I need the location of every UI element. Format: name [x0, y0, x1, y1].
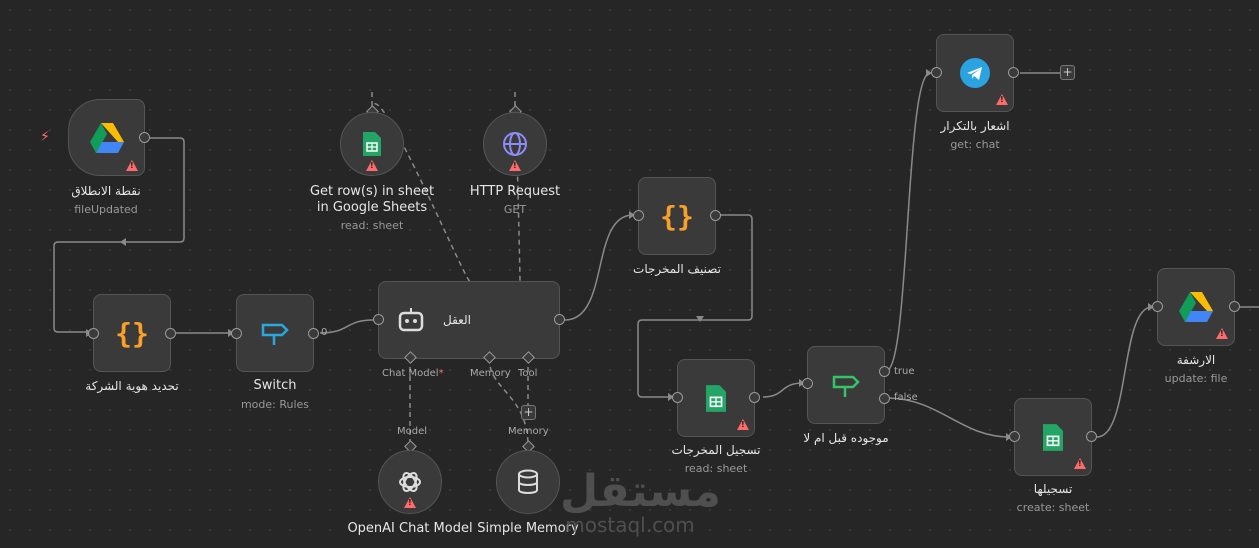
classify-node[interactable]: {}	[638, 177, 716, 255]
register-subtitle: create: sheet	[1016, 501, 1090, 514]
get-rows-title-line1: Get row(s) in sheet	[309, 184, 435, 199]
google-sheets-icon	[363, 132, 381, 156]
get-rows-title-line2: in Google Sheets	[316, 200, 428, 215]
robot-icon	[398, 308, 424, 332]
agent-title: العقل	[443, 313, 471, 327]
exists-check-title: موجوده قبل ام لا	[803, 431, 889, 445]
signpost-icon	[832, 375, 860, 397]
google-drive-icon	[89, 122, 124, 153]
warning-icon	[126, 160, 138, 171]
database-icon	[518, 469, 538, 494]
add-node-button[interactable]: +	[1060, 65, 1075, 80]
telegram-icon	[960, 58, 990, 88]
watermark-arabic: مستقل	[560, 466, 721, 517]
code-braces-icon: {}	[660, 199, 694, 233]
switch-output-port[interactable]	[308, 328, 319, 339]
http-subtitle: GET	[503, 203, 527, 216]
archive-output-port[interactable]	[1229, 301, 1240, 312]
google-sheets-icon	[706, 384, 726, 412]
warning-icon	[1074, 458, 1086, 469]
telegram-output-port[interactable]	[1008, 67, 1019, 78]
google-sheets-icon	[1043, 423, 1063, 451]
warning-icon	[1216, 328, 1228, 339]
mostaql-watermark: مستقل mostaql.com	[560, 466, 721, 537]
trigger-bolt-icon: ⚡	[40, 129, 50, 145]
classify-title: تصنيف المخرجات	[633, 262, 721, 276]
set-company-input-port[interactable]	[88, 328, 99, 339]
classify-output-port[interactable]	[710, 210, 721, 221]
agent-memory-label: Memory	[470, 368, 511, 379]
register-input-port[interactable]	[1009, 431, 1020, 442]
telegram-subtitle: get: chat	[950, 138, 1000, 151]
register-title: تسجيلها	[1033, 482, 1073, 496]
telegram-title: اشعار بالتكرار	[940, 119, 1010, 133]
warning-icon	[509, 160, 521, 171]
trigger-title: نقطة الانطلاق	[71, 184, 141, 198]
switch-subtitle: mode: Rules	[240, 398, 310, 411]
warning-icon	[996, 94, 1008, 105]
code-braces-icon: {}	[115, 316, 149, 350]
set-company-node[interactable]: {}	[93, 294, 171, 372]
add-tool-button[interactable]: +	[521, 405, 536, 420]
archive-subtitle: update: file	[1164, 372, 1228, 385]
exists-check-true-port[interactable]	[879, 366, 890, 377]
archive-title: الارشفة	[1176, 353, 1216, 367]
agent-output-port[interactable]	[554, 314, 565, 325]
archive-input-port[interactable]	[1152, 301, 1163, 312]
memory-title: Simple Memory	[477, 521, 579, 536]
switch-node[interactable]	[236, 294, 314, 372]
set-company-title: تحديد هوية الشركة	[85, 379, 179, 393]
memory-node[interactable]	[496, 450, 560, 514]
agent-node[interactable]: العقل	[378, 281, 560, 359]
warning-icon	[737, 419, 749, 430]
trigger-subtitle: fileUpdated	[74, 203, 138, 216]
openai-title: OpenAI Chat Model	[347, 521, 473, 536]
agent-tool-label: Tool	[518, 368, 538, 379]
exists-check-false-label: false	[894, 392, 918, 403]
record-outputs-subtitle: read: sheet	[684, 462, 748, 475]
switch-input-port[interactable]	[231, 328, 242, 339]
watermark-latin: mostaql.com	[565, 513, 695, 537]
warning-icon	[366, 160, 378, 171]
agent-input-port[interactable]	[373, 314, 384, 325]
register-output-port[interactable]	[1086, 431, 1097, 442]
exists-check-false-port[interactable]	[879, 393, 890, 404]
switch-output-label: 0	[321, 327, 328, 338]
exists-check-input-port[interactable]	[802, 378, 813, 389]
get-rows-subtitle: read: sheet	[340, 219, 404, 232]
record-outputs-output-port[interactable]	[749, 392, 760, 403]
telegram-input-port[interactable]	[931, 67, 942, 78]
signpost-icon	[261, 323, 289, 345]
record-outputs-input-port[interactable]	[672, 392, 683, 403]
openai-port-label: Model	[397, 426, 428, 437]
warning-icon	[404, 497, 416, 508]
switch-title: Switch	[253, 378, 297, 393]
openai-logo-icon	[399, 471, 421, 493]
exists-check-node[interactable]	[807, 346, 885, 424]
http-title: HTTP Request	[469, 184, 561, 199]
trigger-output-port[interactable]	[139, 132, 150, 143]
google-drive-icon	[1179, 292, 1213, 322]
classify-input-port[interactable]	[633, 210, 644, 221]
globe-icon	[503, 132, 527, 156]
agent-chat-model-label: Chat Model*	[382, 368, 444, 379]
exists-check-true-label: true	[894, 366, 915, 377]
record-outputs-title: تسجيل المخرجات	[671, 443, 761, 457]
set-company-output-port[interactable]	[165, 328, 176, 339]
memory-port-label: Memory	[508, 426, 549, 437]
